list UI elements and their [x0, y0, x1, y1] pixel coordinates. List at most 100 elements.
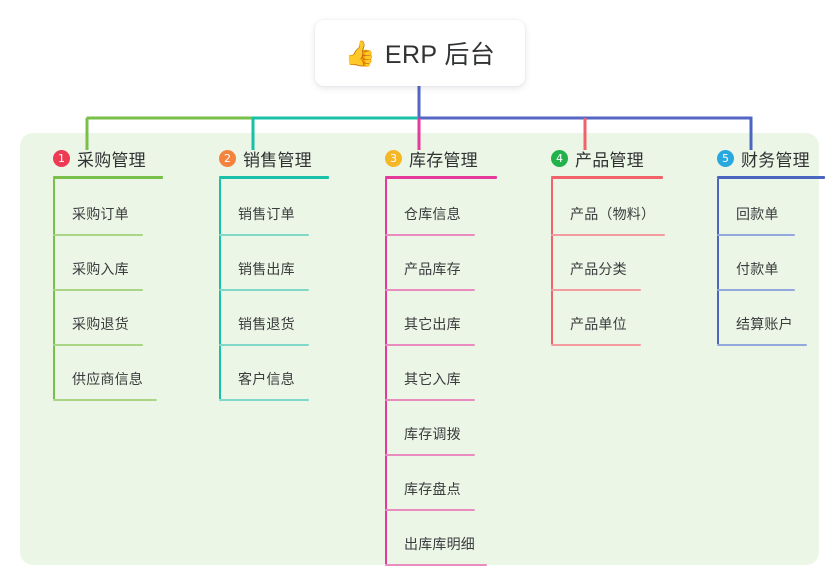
leaf-underline: [385, 289, 475, 291]
leaf-item[interactable]: 客户信息: [202, 346, 366, 401]
branch-badge-3: 3: [385, 149, 402, 167]
leaf-label: 其它入库: [404, 371, 461, 387]
leaf-item[interactable]: 结算账户: [700, 291, 820, 346]
diagram-panel: [20, 133, 819, 565]
leaf-label: 供应商信息: [72, 371, 143, 387]
leaf-underline: [219, 399, 309, 401]
leaf-underline: [717, 289, 795, 291]
leaf-item[interactable]: 销售退货: [202, 291, 366, 346]
leaf-item[interactable]: 库存盘点: [368, 456, 534, 511]
branch-leaf-list-2: 销售订单销售出库销售退货客户信息: [202, 179, 366, 401]
branch-spine-3: [385, 179, 387, 564]
leaf-label: 客户信息: [238, 371, 295, 387]
branch-leaf-list-1: 采购订单采购入库采购退货供应商信息: [36, 179, 200, 401]
branch-underline-1: [53, 176, 163, 179]
leaf-label: 库存调拨: [404, 426, 461, 442]
leaf-label: 销售订单: [238, 206, 295, 222]
leaf-underline: [219, 344, 309, 346]
leaf-item[interactable]: 产品单位: [534, 291, 700, 346]
branch-title-1: 采购管理: [77, 150, 146, 170]
leaf-label: 采购退货: [72, 316, 129, 332]
branch-leaf-list-4: 产品（物料） 产品分类产品单位: [534, 179, 700, 346]
leaf-item[interactable]: 产品分类: [534, 236, 700, 291]
leaf-underline: [219, 289, 309, 291]
leaf-label: 其它出库: [404, 316, 461, 332]
leaf-item[interactable]: 采购订单: [36, 181, 200, 236]
leaf-item[interactable]: 产品（物料）: [534, 181, 700, 236]
branch-spine-4: [551, 179, 553, 344]
branch-column-4[interactable]: 4 产品管理产品（物料） 产品分类产品单位: [534, 146, 700, 346]
branch-leaf-list-3: 仓库信息产品库存其它出库其它入库库存调拨库存盘点出库库明细: [368, 179, 534, 566]
branch-header-4[interactable]: 4 产品管理: [534, 146, 700, 170]
branch-badge-1: 1: [53, 149, 70, 167]
leaf-item[interactable]: 付款单: [700, 236, 820, 291]
leaf-label: 库存盘点: [404, 481, 461, 497]
leaf-label: 出库库明细: [404, 536, 475, 552]
leaf-item[interactable]: 销售订单: [202, 181, 366, 236]
branch-header-5[interactable]: 5 财务管理: [700, 146, 820, 170]
branch-title-3: 库存管理: [409, 150, 478, 170]
leaf-item[interactable]: 采购退货: [36, 291, 200, 346]
branch-title-4: 产品管理: [575, 150, 644, 170]
leaf-underline: [551, 344, 641, 346]
leaf-underline: [385, 564, 487, 566]
leaf-item[interactable]: 库存调拨: [368, 401, 534, 456]
root-node[interactable]: 👍 ERP 后台: [315, 20, 525, 86]
branch-underline-2: [219, 176, 329, 179]
branch-header-3[interactable]: 3 库存管理: [368, 146, 534, 170]
leaf-label: 回款单: [736, 206, 779, 222]
leaf-underline: [551, 289, 641, 291]
leaf-label: 销售出库: [238, 261, 295, 277]
leaf-label: 产品单位: [570, 316, 627, 332]
leaf-item[interactable]: 其它入库: [368, 346, 534, 401]
leaf-underline: [551, 234, 665, 236]
thumbs-up-icon: 👍: [344, 39, 376, 68]
leaf-underline: [717, 234, 795, 236]
branch-column-5[interactable]: 5 财务管理回款单付款单结算账户: [700, 146, 825, 346]
branch-underline-3: [385, 176, 497, 179]
leaf-underline: [717, 344, 807, 346]
leaf-label: 产品分类: [570, 261, 627, 277]
leaf-underline: [385, 344, 475, 346]
branch-badge-2: 2: [219, 149, 236, 167]
leaf-item[interactable]: 仓库信息: [368, 181, 534, 236]
leaf-label: 仓库信息: [404, 206, 461, 222]
leaf-underline: [385, 399, 475, 401]
leaf-item[interactable]: 其它出库: [368, 291, 534, 346]
leaf-label: 产品库存: [404, 261, 461, 277]
leaf-underline: [53, 234, 143, 236]
leaf-label: 付款单: [736, 261, 779, 277]
branch-column-1[interactable]: 1 采购管理采购订单采购入库采购退货供应商信息: [36, 146, 200, 401]
leaf-underline: [219, 234, 309, 236]
branch-column-3[interactable]: 3 库存管理仓库信息产品库存其它出库其它入库库存调拨库存盘点出库库明细: [368, 146, 534, 566]
leaf-item[interactable]: 出库库明细: [368, 511, 534, 566]
leaf-item[interactable]: 供应商信息: [36, 346, 200, 401]
branch-underline-5: [717, 176, 825, 179]
branch-badge-5: 5: [717, 149, 734, 167]
root-node-title: ERP 后台: [384, 41, 496, 69]
branch-title-2: 销售管理: [243, 150, 312, 170]
branch-column-2[interactable]: 2 销售管理销售订单销售出库销售退货客户信息: [202, 146, 366, 401]
leaf-item[interactable]: 回款单: [700, 181, 820, 236]
leaf-underline: [385, 454, 475, 456]
leaf-item[interactable]: 销售出库: [202, 236, 366, 291]
branch-title-5: 财务管理: [741, 150, 810, 170]
branch-header-1[interactable]: 1 采购管理: [36, 146, 200, 170]
leaf-label: 采购入库: [72, 261, 129, 277]
leaf-underline: [53, 289, 143, 291]
leaf-underline: [53, 399, 157, 401]
leaf-underline: [53, 344, 143, 346]
leaf-item[interactable]: 产品库存: [368, 236, 534, 291]
branch-leaf-list-5: 回款单付款单结算账户: [700, 179, 820, 346]
leaf-underline: [385, 509, 475, 511]
leaf-item[interactable]: 采购入库: [36, 236, 200, 291]
branch-underline-4: [551, 176, 663, 179]
leaf-underline: [385, 234, 475, 236]
leaf-label: 产品（物料）: [570, 206, 656, 222]
leaf-label: 采购订单: [72, 206, 129, 222]
branch-badge-4: 4: [551, 149, 568, 167]
branch-spine-5: [717, 179, 719, 344]
branch-header-2[interactable]: 2 销售管理: [202, 146, 366, 170]
leaf-label: 销售退货: [238, 316, 295, 332]
